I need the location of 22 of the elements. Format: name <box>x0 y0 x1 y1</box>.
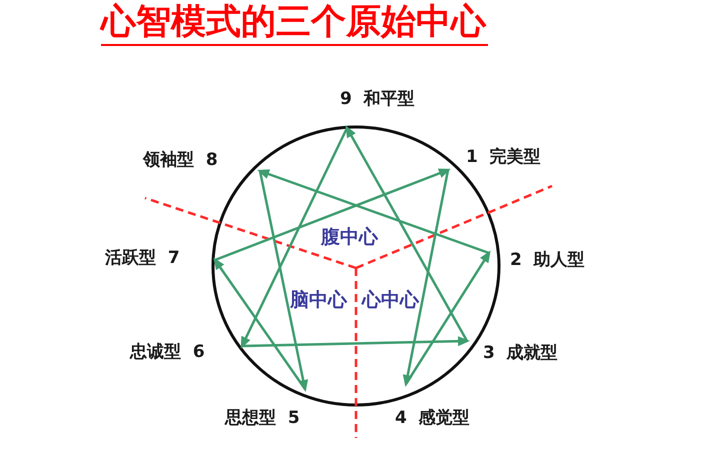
arrow <box>404 250 491 385</box>
type-label: 4 感觉型 <box>395 408 470 428</box>
type-label: 领袖型 8 <box>143 150 218 170</box>
type-label: 忠诚型 6 <box>130 342 205 362</box>
center-label: 腹中心 <box>321 226 378 249</box>
arrow <box>402 170 450 387</box>
center-label: 脑中心 <box>290 289 347 312</box>
arrow <box>214 168 451 262</box>
type-label: 9 和平型 <box>340 89 415 110</box>
type-label: 2 助人型 <box>510 250 585 270</box>
arrow <box>213 258 306 390</box>
type-label: 1 完美型 <box>466 147 541 168</box>
arrow <box>346 125 468 342</box>
arrow <box>257 169 490 254</box>
type-label: 活跃型 7 <box>105 248 180 268</box>
center-label: 心中心 <box>362 289 419 312</box>
arrow <box>258 170 308 392</box>
type-label: 3 成就型 <box>483 343 558 364</box>
arrow <box>242 336 470 348</box>
title: 心智模式的三个原始中心 <box>101 2 488 46</box>
arrow <box>240 127 348 349</box>
type-label: 思想型 5 <box>225 408 300 428</box>
